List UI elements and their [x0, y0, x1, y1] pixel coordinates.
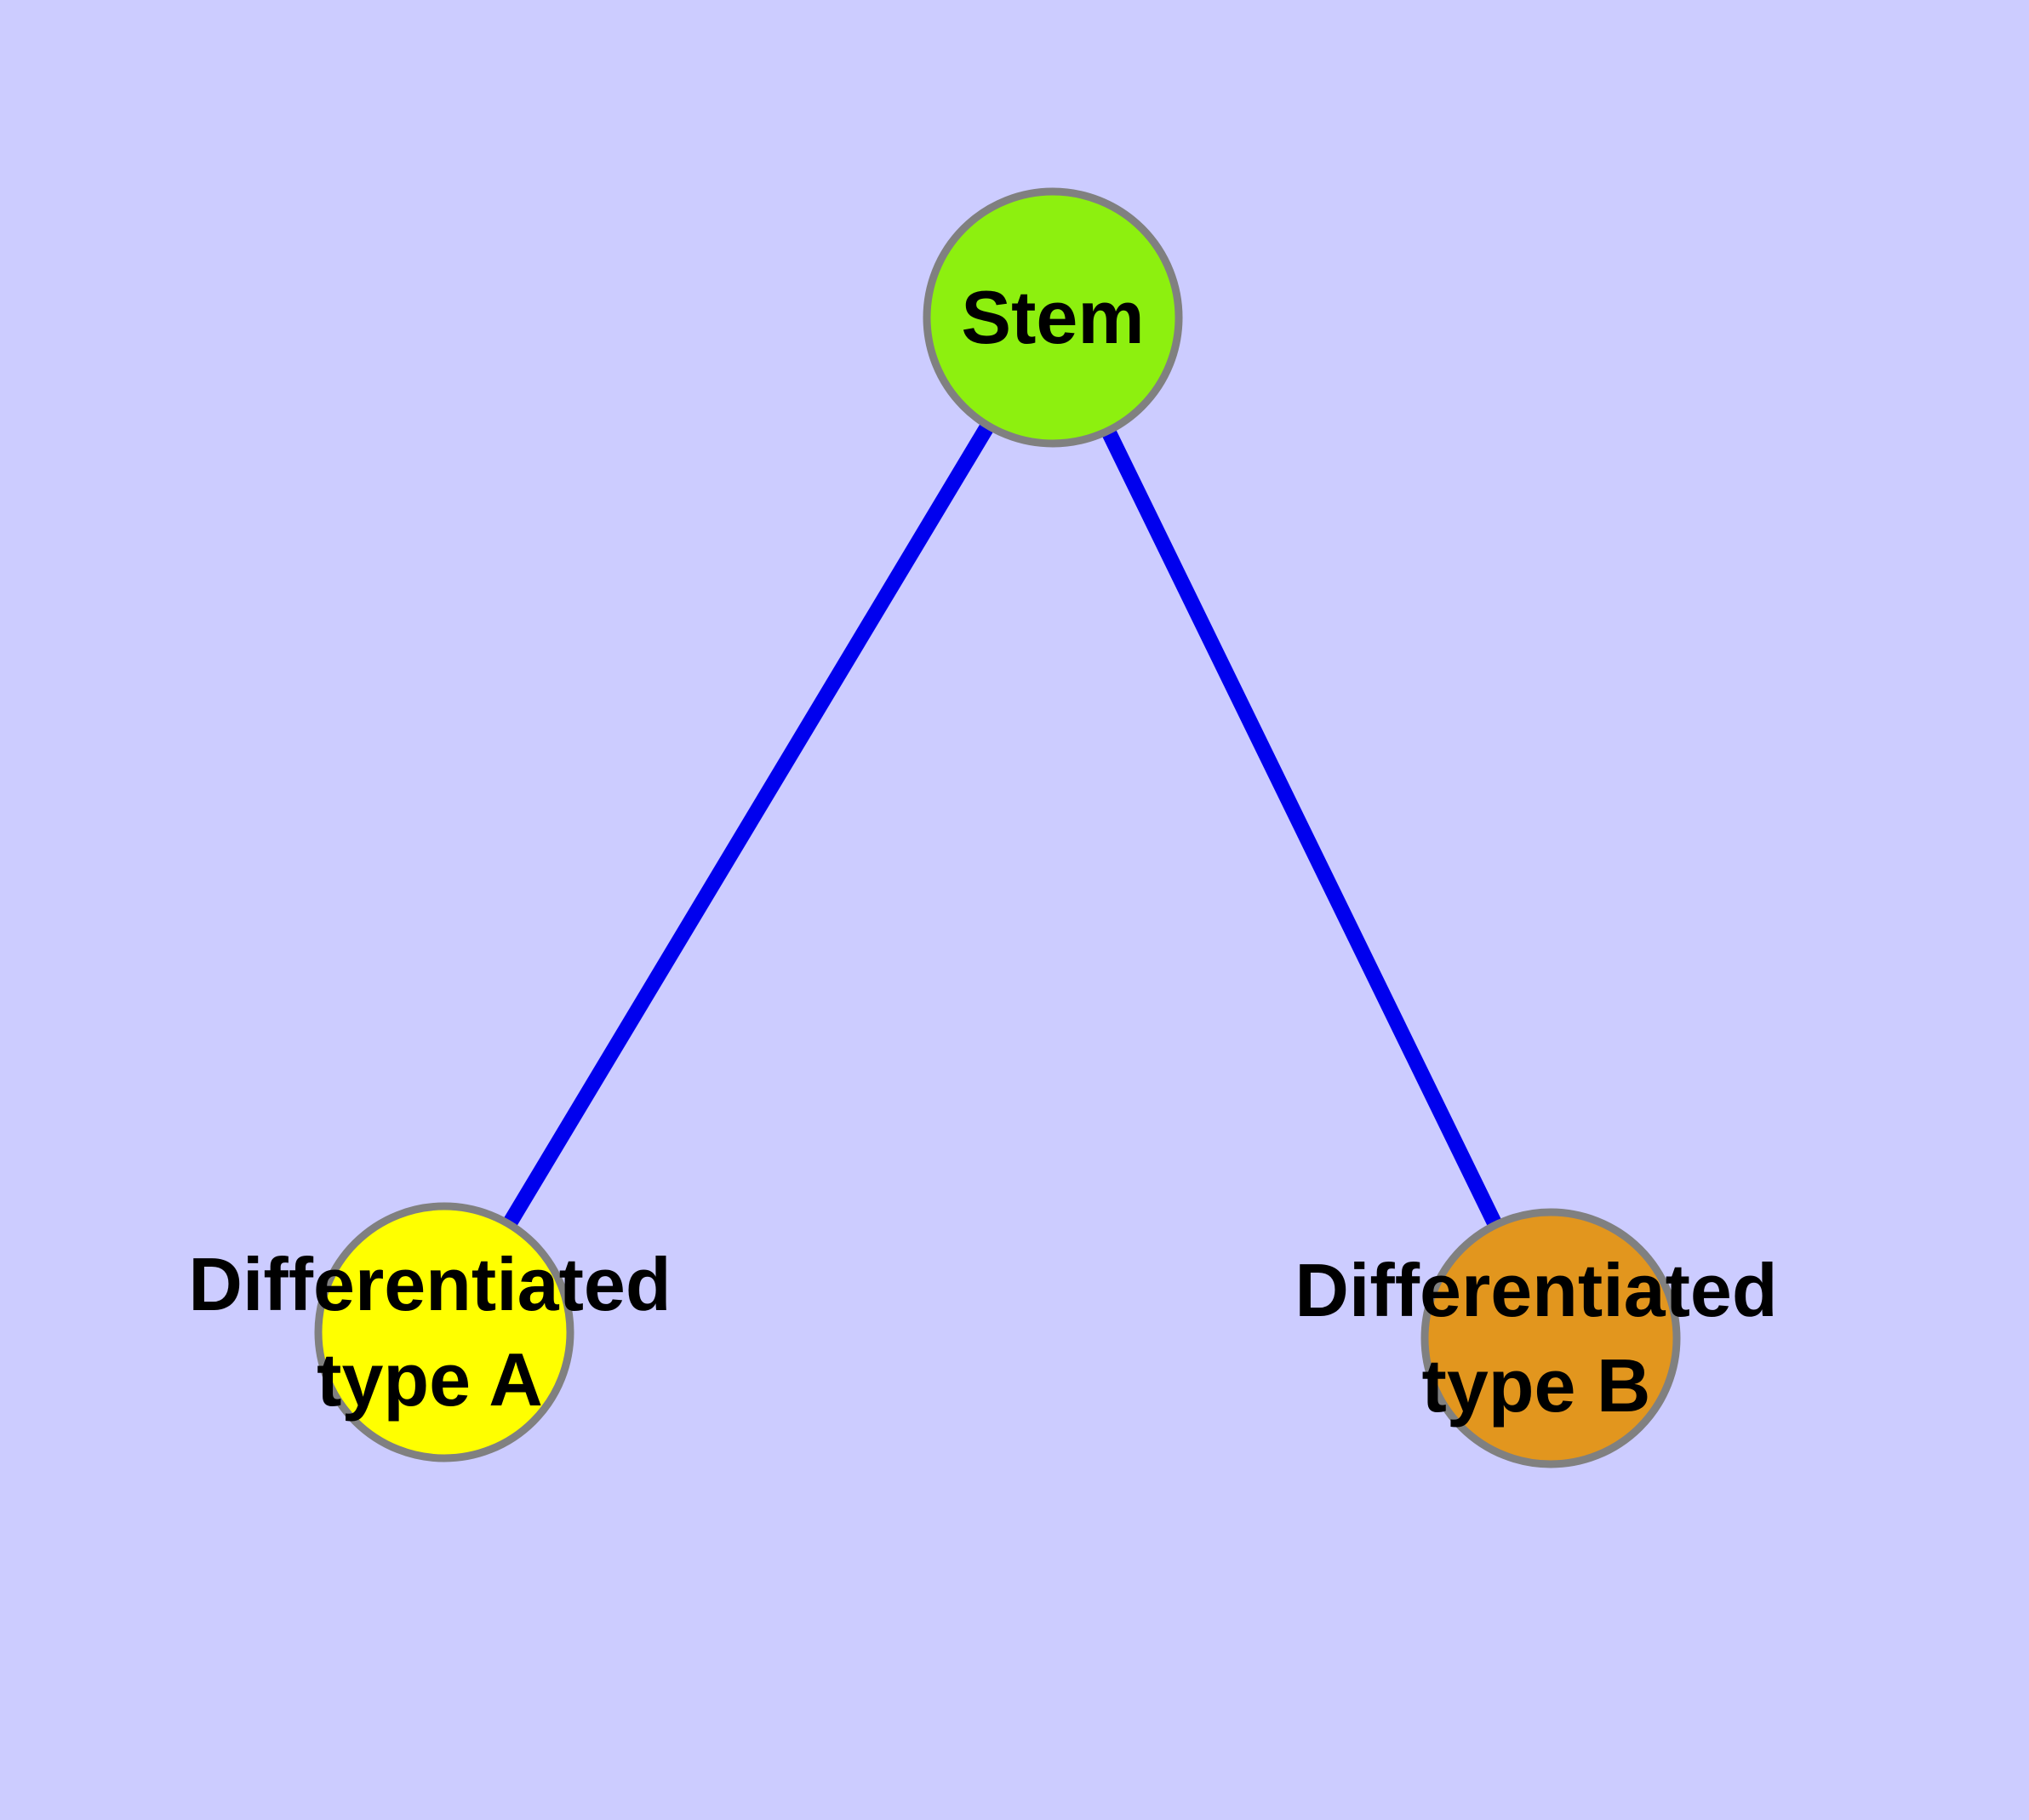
node-type-b-label-line-2: type B	[1421, 1343, 1651, 1428]
node-type-b-label: Differentiated type B	[1153, 1243, 1919, 1434]
node-type-a-label-line-2: type A	[317, 1337, 543, 1422]
node-type-a-label: Differentiated type A	[47, 1237, 813, 1428]
node-type-b-label-line-1: Differentiated	[1295, 1248, 1778, 1332]
node-stem-label-line: Stem	[961, 275, 1145, 359]
edge-stem-to-type-a	[437, 313, 1060, 1336]
node-type-b-circle	[1420, 1208, 1681, 1468]
node-type-a-circle	[314, 1202, 574, 1462]
node-type-a-label-line-1: Differentiated	[188, 1242, 672, 1326]
node-stem-label: Stem	[670, 222, 1436, 413]
node-stem-circle	[923, 187, 1183, 448]
edge-stem-to-type-b	[1045, 314, 1558, 1342]
